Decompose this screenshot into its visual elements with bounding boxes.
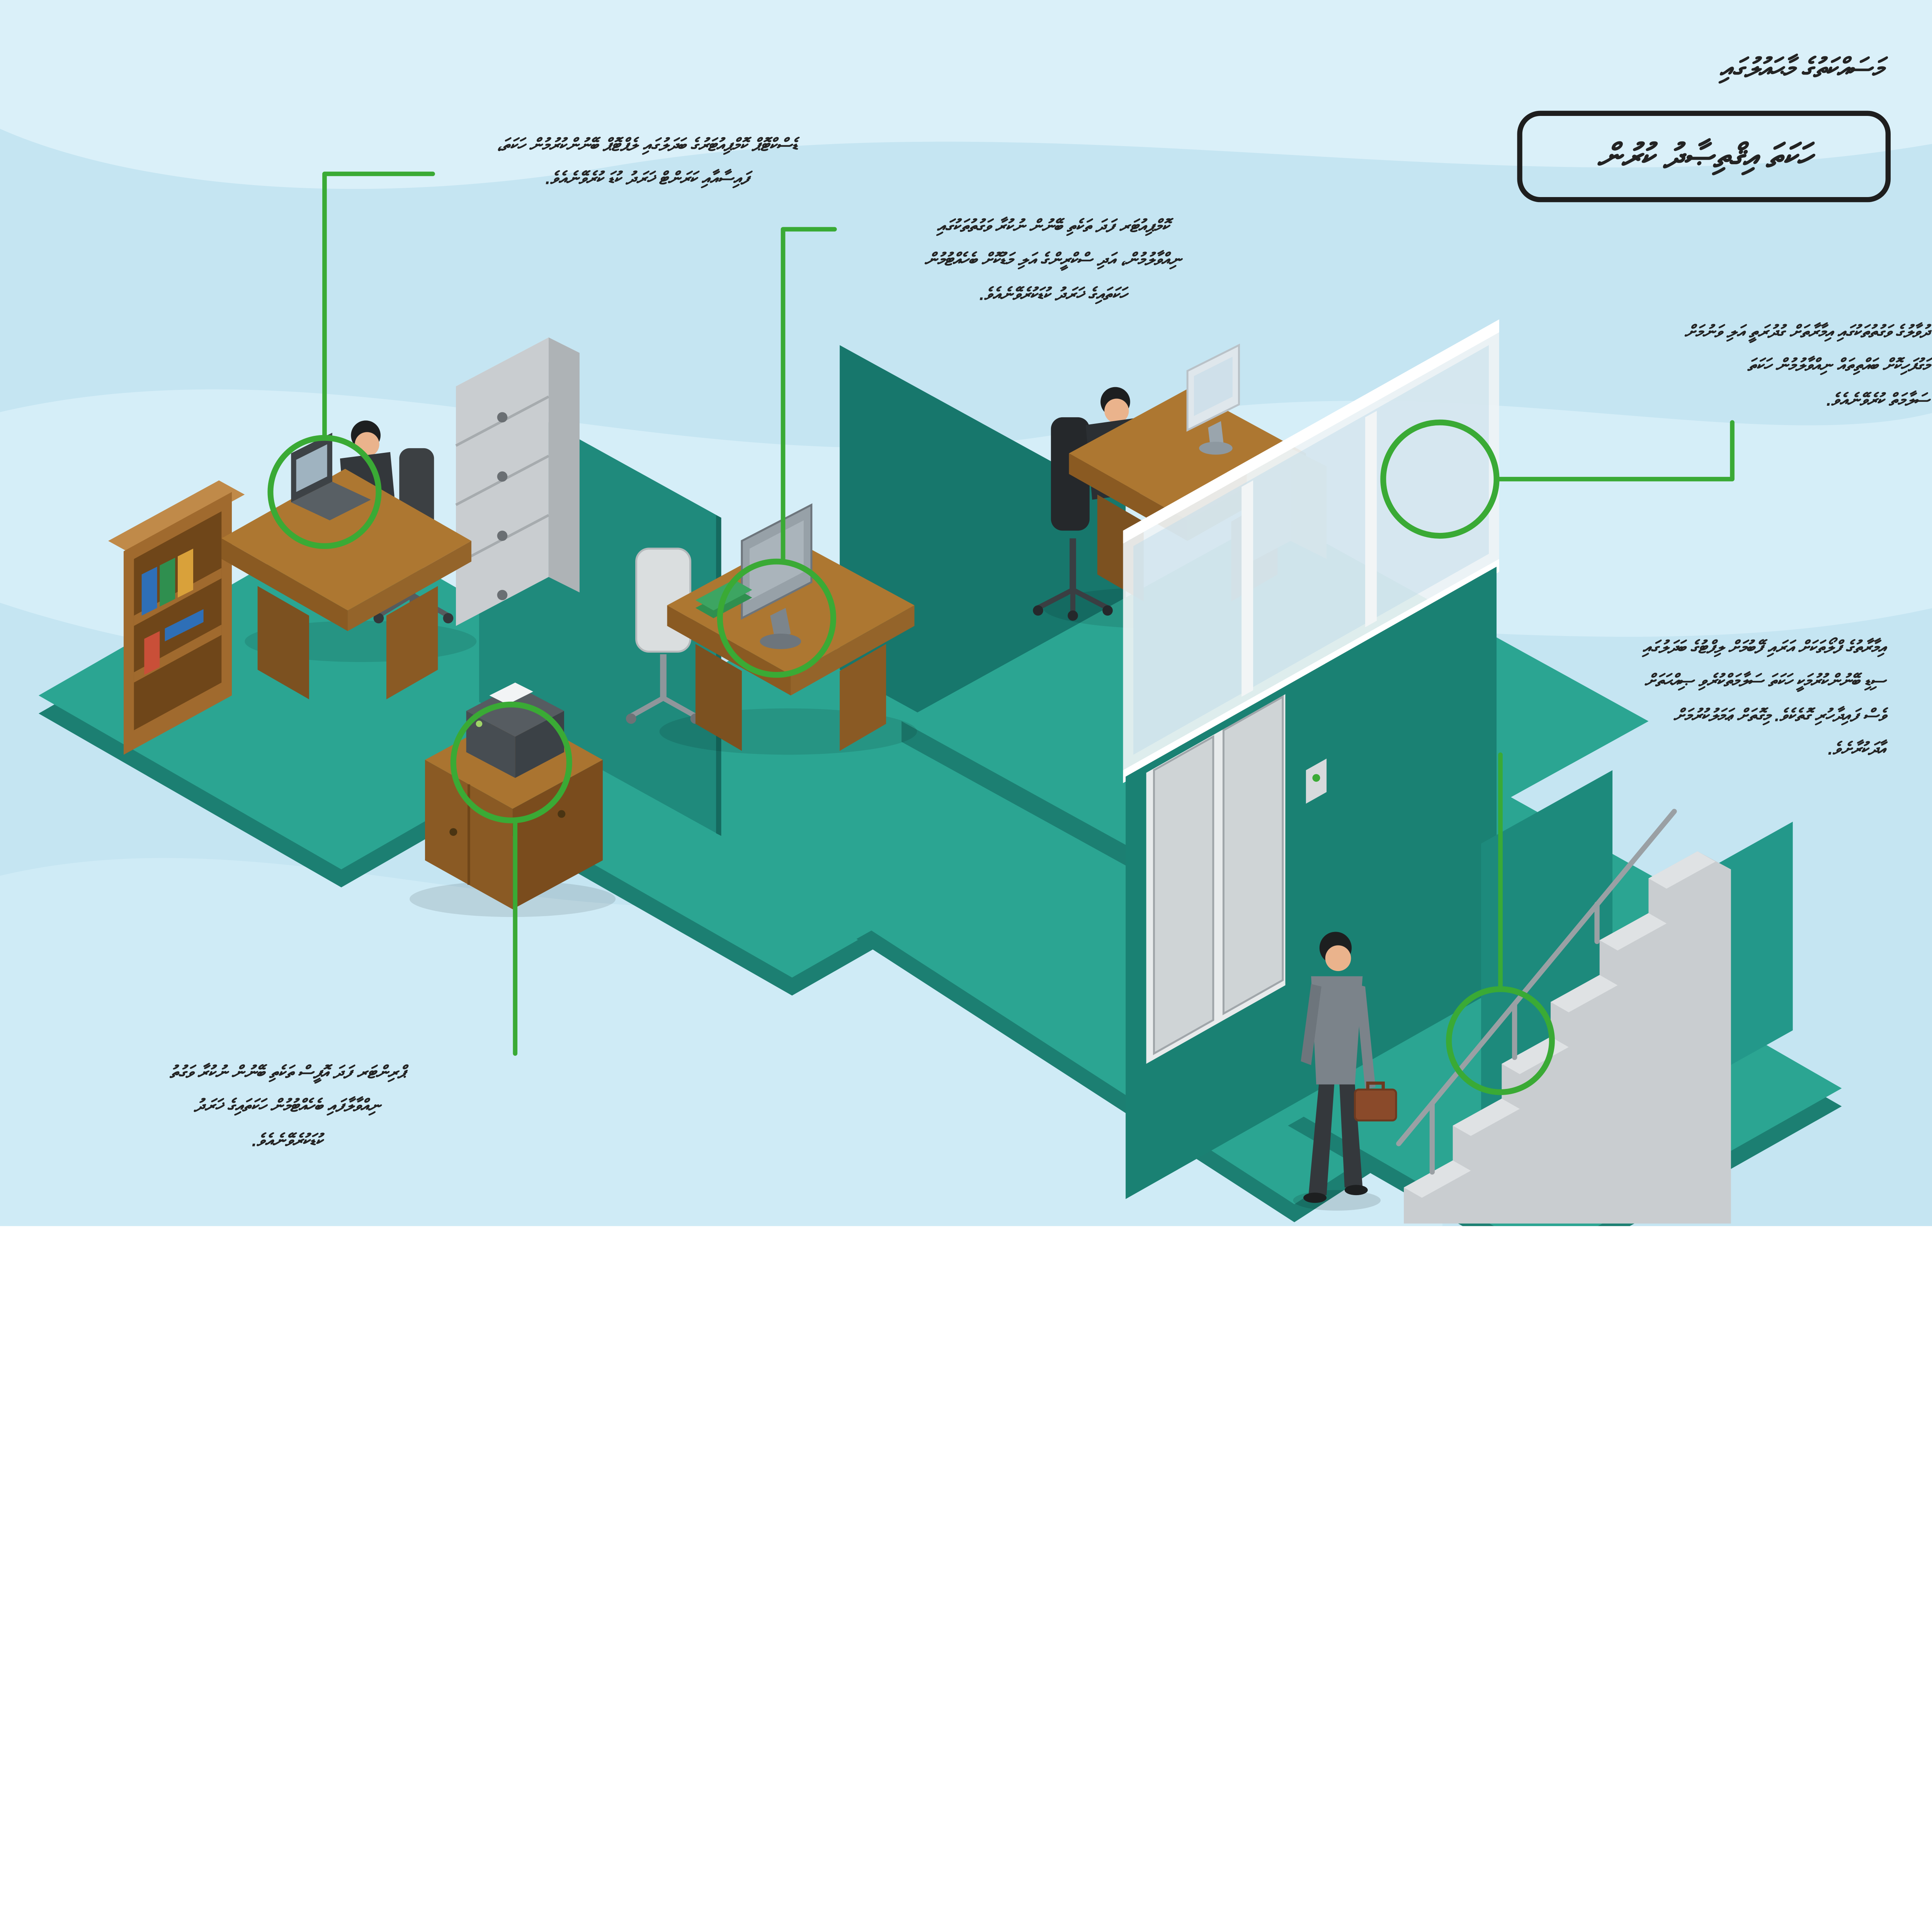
office-scene-illustration <box>0 0 1932 1274</box>
footer-bar: ★ Ministry of Environment, Climate Chang… <box>0 1226 1932 1383</box>
connector-laptop <box>322 172 435 440</box>
callout-text-monitor: ކޮމްޕިއުޓަރ ފަދަ ތަކެތި ބޭނުން ނުކުރާ ވަ… <box>924 216 1182 304</box>
upper-office-monitor <box>1186 344 1240 455</box>
printer-cabinet <box>409 682 616 917</box>
connector-monitor <box>781 227 837 564</box>
elevator <box>1126 566 1497 1199</box>
highlight-circle-stairs <box>1446 986 1555 1095</box>
stairs-handrail <box>1396 809 1677 1175</box>
stairs <box>1396 809 1731 1224</box>
callout-text-daylight: ދުވާލުގެ ވަގުތުތަކުގައި އިމާރާތަށް ގުދުރ… <box>1684 322 1929 409</box>
highlight-circle-printer <box>450 701 572 823</box>
connector-daylight <box>1494 420 1735 481</box>
bookshelf <box>108 480 245 755</box>
highlight-circle-glass <box>1380 419 1500 539</box>
poster-title-line: މަސައްކަތުގެ މާޙައުލުގައި <box>1719 54 1883 84</box>
poster-title-boxed: ހަކަތަ އިޤްތިޞާދު ކުރުން <box>1517 111 1891 202</box>
filing-cabinet <box>455 337 580 626</box>
highlight-circle-monitor <box>717 558 837 678</box>
printer <box>466 682 564 778</box>
walking-man <box>1293 932 1397 1211</box>
elevator-door-right <box>1222 695 1284 1015</box>
highlight-circles <box>267 419 1555 1095</box>
highlight-circle-laptop <box>267 435 382 549</box>
callout-text-laptop: ޑެސްކްޓޮޕް ކޮމްޕިއުޓަރުގެ ބަދަލުގައި ލެޕ… <box>497 135 798 189</box>
laptop <box>291 432 371 520</box>
callout-connectors <box>322 172 1735 1056</box>
callout-text-printer: ޕްރިންޓަރ ފަދަ އޮފީސް ތަކެތި ބޭނުން ނުކު… <box>170 1062 405 1150</box>
elevator-door-left <box>1153 735 1214 1055</box>
callout-text-stairs: އިމާރާތުގެ ފްލޯތަކަށް އަރައި ފޭބުމަށް ލި… <box>1642 637 1886 759</box>
briefcase <box>1354 1081 1397 1122</box>
infographic-poster: މަސައްކަތުގެ މާޙައުލުގައި ހަކަތަ އިޤްތިޞ… <box>0 0 1932 1383</box>
